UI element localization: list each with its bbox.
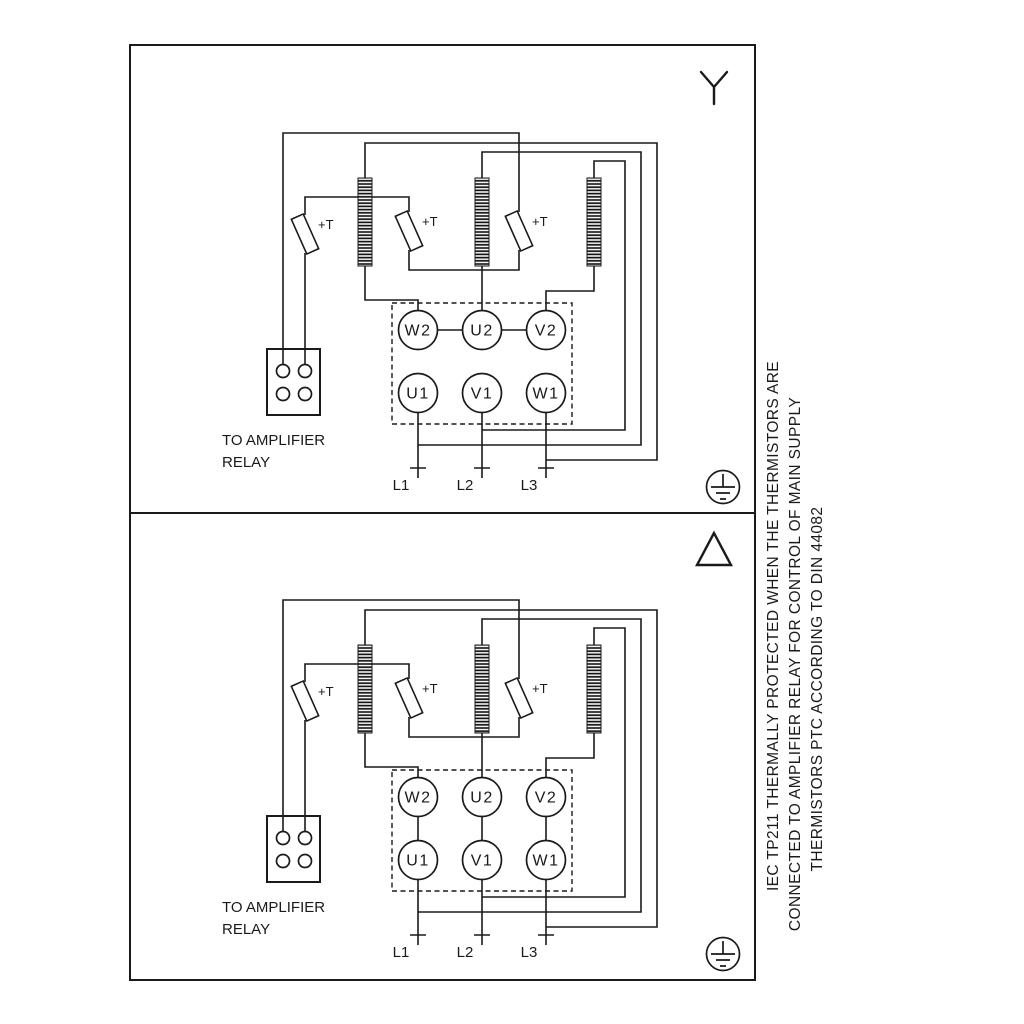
star-panel: +T +T +T W2 U2 V2 U1 V1 W1 L1 L2 L3 TO A: [129, 44, 756, 514]
note-text-line3: THERMISTORS PTC ACCORDING TO DIN 44082: [809, 507, 826, 872]
relay-terminal-box: [266, 348, 321, 416]
winding-loop-wire: [482, 627, 626, 898]
terminal-label: V2: [535, 790, 558, 807]
delta-panel: +T +T +T W2 U2 V2 U1 V1 W1 L1 L2 L3 TO A: [129, 512, 756, 981]
thermistor-link-wire: [408, 717, 520, 738]
relay-terminal: [297, 386, 313, 402]
terminal-label: U1: [406, 853, 429, 870]
terminal-v2: [525, 309, 567, 351]
supply-line-label: L1: [393, 477, 410, 494]
supply-line-label: L3: [521, 477, 538, 494]
supply-line-label: L2: [457, 477, 474, 494]
thermistor-label: +T: [532, 681, 548, 696]
relay-terminal: [297, 853, 313, 869]
relay-label: RELAY: [222, 454, 270, 471]
winding-loop-wire: [418, 151, 642, 446]
terminal-label: V1: [471, 386, 494, 403]
thermistor-symbol: [290, 679, 320, 723]
terminal-w1: [525, 372, 567, 414]
thermistor-symbol: [394, 209, 424, 253]
terminal-v1: [461, 839, 503, 881]
winding-loop-wire: [482, 160, 626, 431]
relay-label: TO AMPLIFIER: [222, 899, 325, 916]
terminal-v2: [525, 776, 567, 818]
thermistor-label: +T: [422, 214, 438, 229]
note-text-line2: CONNECTED TO AMPLIFIER RELAY FOR CONTROL…: [787, 397, 804, 931]
terminal-w2: [397, 776, 439, 818]
motor-winding: [586, 177, 602, 267]
terminal-label: W1: [533, 386, 560, 403]
terminal-label: U2: [470, 323, 493, 340]
terminal-u2: [461, 776, 503, 818]
panel-border: [129, 512, 756, 981]
winding-to-terminal-wire: [545, 733, 595, 778]
thermistor-label: +T: [422, 681, 438, 696]
motor-winding: [474, 644, 490, 734]
winding-to-terminal-wire: [364, 266, 419, 311]
relay-terminal: [297, 363, 313, 379]
thermistor-link-wire: [408, 250, 520, 271]
delta-symbol-icon: [695, 530, 733, 567]
terminal-w1: [525, 839, 567, 881]
thermistor-label: +T: [318, 684, 334, 699]
ground-icon: [705, 469, 741, 505]
relay-terminal: [297, 830, 313, 846]
relay-label: RELAY: [222, 921, 270, 938]
thermistor-label: +T: [318, 217, 334, 232]
supply-line-label: L2: [457, 944, 474, 961]
note-text-line1: IEC TP211 THERMALLY PROTECTED WHEN THE T…: [765, 361, 782, 891]
thermistor-symbol: [504, 676, 534, 720]
thermistor-label: +T: [532, 214, 548, 229]
terminal-label: W2: [405, 323, 432, 340]
delta-bridge-wire: [417, 816, 547, 841]
supply-line-label: L3: [521, 944, 538, 961]
thermistor-symbol: [290, 212, 320, 256]
winding-to-terminal-wire: [545, 266, 595, 311]
terminal-block: [391, 302, 573, 425]
winding-loop-wire: [364, 609, 658, 928]
terminal-v1: [461, 372, 503, 414]
motor-winding: [474, 177, 490, 267]
thermistor-symbol: [504, 209, 534, 253]
terminal-label: W2: [405, 790, 432, 807]
terminal-u1: [397, 839, 439, 881]
terminal-u1: [397, 372, 439, 414]
winding-loop-wire: [364, 142, 658, 461]
relay-terminal: [275, 853, 291, 869]
thermistor-link-wire: [304, 663, 410, 682]
relay-feed-wire: [282, 599, 520, 832]
terminal-label: V2: [535, 323, 558, 340]
terminal-label: U2: [470, 790, 493, 807]
relay-terminal: [275, 386, 291, 402]
star-symbol-icon: [699, 70, 729, 106]
terminal-label: W1: [533, 853, 560, 870]
thermistor-link-wire: [304, 196, 410, 215]
relay-terminal: [275, 830, 291, 846]
winding-to-terminal-wire: [364, 733, 419, 778]
relay-label: TO AMPLIFIER: [222, 432, 325, 449]
motor-winding: [357, 644, 373, 734]
motor-winding: [357, 177, 373, 267]
terminal-label: V1: [471, 853, 494, 870]
terminal-label: U1: [406, 386, 429, 403]
terminal-w2: [397, 309, 439, 351]
supply-line-label: L1: [393, 944, 410, 961]
ground-icon: [705, 936, 741, 972]
relay-terminal-box: [266, 815, 321, 883]
relay-feed-wire: [282, 132, 520, 365]
motor-winding: [586, 644, 602, 734]
thermistor-symbol: [394, 676, 424, 720]
terminal-block: [391, 769, 573, 892]
side-note: IEC TP211 THERMALLY PROTECTED WHEN THE T…: [765, 361, 826, 931]
terminal-u2: [461, 309, 503, 351]
winding-loop-wire: [418, 618, 642, 913]
relay-terminal: [275, 363, 291, 379]
